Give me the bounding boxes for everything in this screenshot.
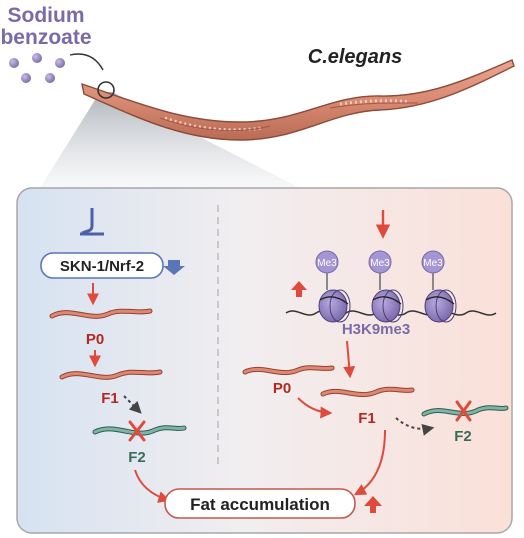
methyl-mark-3: Me3 (421, 250, 445, 274)
arrow-p0-to-f1-right (297, 397, 333, 419)
arrow-f1-to-outcome-right (353, 429, 386, 496)
outcome-label: Fat accumulation (190, 495, 330, 514)
nucleosome-2 (371, 273, 404, 323)
outcome-box (164, 488, 356, 519)
worm-right-f2 (421, 400, 509, 422)
worm-left-f1 (59, 369, 163, 380)
mechanism-panel (16, 187, 513, 534)
target-box (40, 252, 164, 279)
zoom-circle (97, 81, 115, 99)
compound-name-line1: Sodium (8, 4, 85, 27)
left-gen-f1: F1 (101, 390, 119, 407)
worm-right-p0 (242, 365, 335, 376)
right-gen-f2: F2 (454, 428, 472, 445)
nucleosome-1 (318, 273, 351, 323)
c-elegans-worm (81, 59, 515, 141)
organism-label: C.elegans (308, 46, 402, 68)
arrow-f2-to-outcome-left (134, 469, 171, 503)
downregulation-arrow-icon (163, 260, 185, 275)
right-gen-f1: F1 (358, 410, 376, 427)
histone-mark-label: H3K9me3 (342, 321, 410, 338)
worm-left-f2 (92, 420, 187, 442)
left-gen-f2: F2 (128, 449, 146, 466)
feeding-arrow (69, 53, 104, 71)
arrow-f1-to-f2-right (395, 417, 435, 436)
right-gen-p0: P0 (273, 380, 291, 397)
methyl-mark-1: Me3 (315, 250, 339, 274)
methyl-mark-1-label: Me3 (317, 258, 337, 269)
left-gen-p0: P0 (86, 331, 104, 348)
methyl-mark-2: Me3 (368, 250, 392, 274)
arrow-f1-to-f2-left (123, 395, 142, 414)
methyl-mark-3-label: Me3 (423, 258, 443, 269)
methyl-mark-2-label: Me3 (370, 258, 390, 269)
inhibition-icon (80, 208, 104, 236)
compound-particles (9, 53, 65, 83)
worm-right-f1 (320, 386, 415, 398)
target-label: SKN-1/Nrf-2 (60, 258, 144, 275)
zoom-cone (40, 92, 300, 188)
h3k9me3-up-arrow-icon (291, 281, 307, 297)
compound-name-line2: benzoate (0, 26, 91, 49)
arrow-histone-to-f1 (343, 340, 356, 379)
outcome-up-arrow-icon (364, 496, 382, 513)
nucleosome-3 (424, 273, 457, 323)
worm-left-p0 (49, 308, 153, 319)
